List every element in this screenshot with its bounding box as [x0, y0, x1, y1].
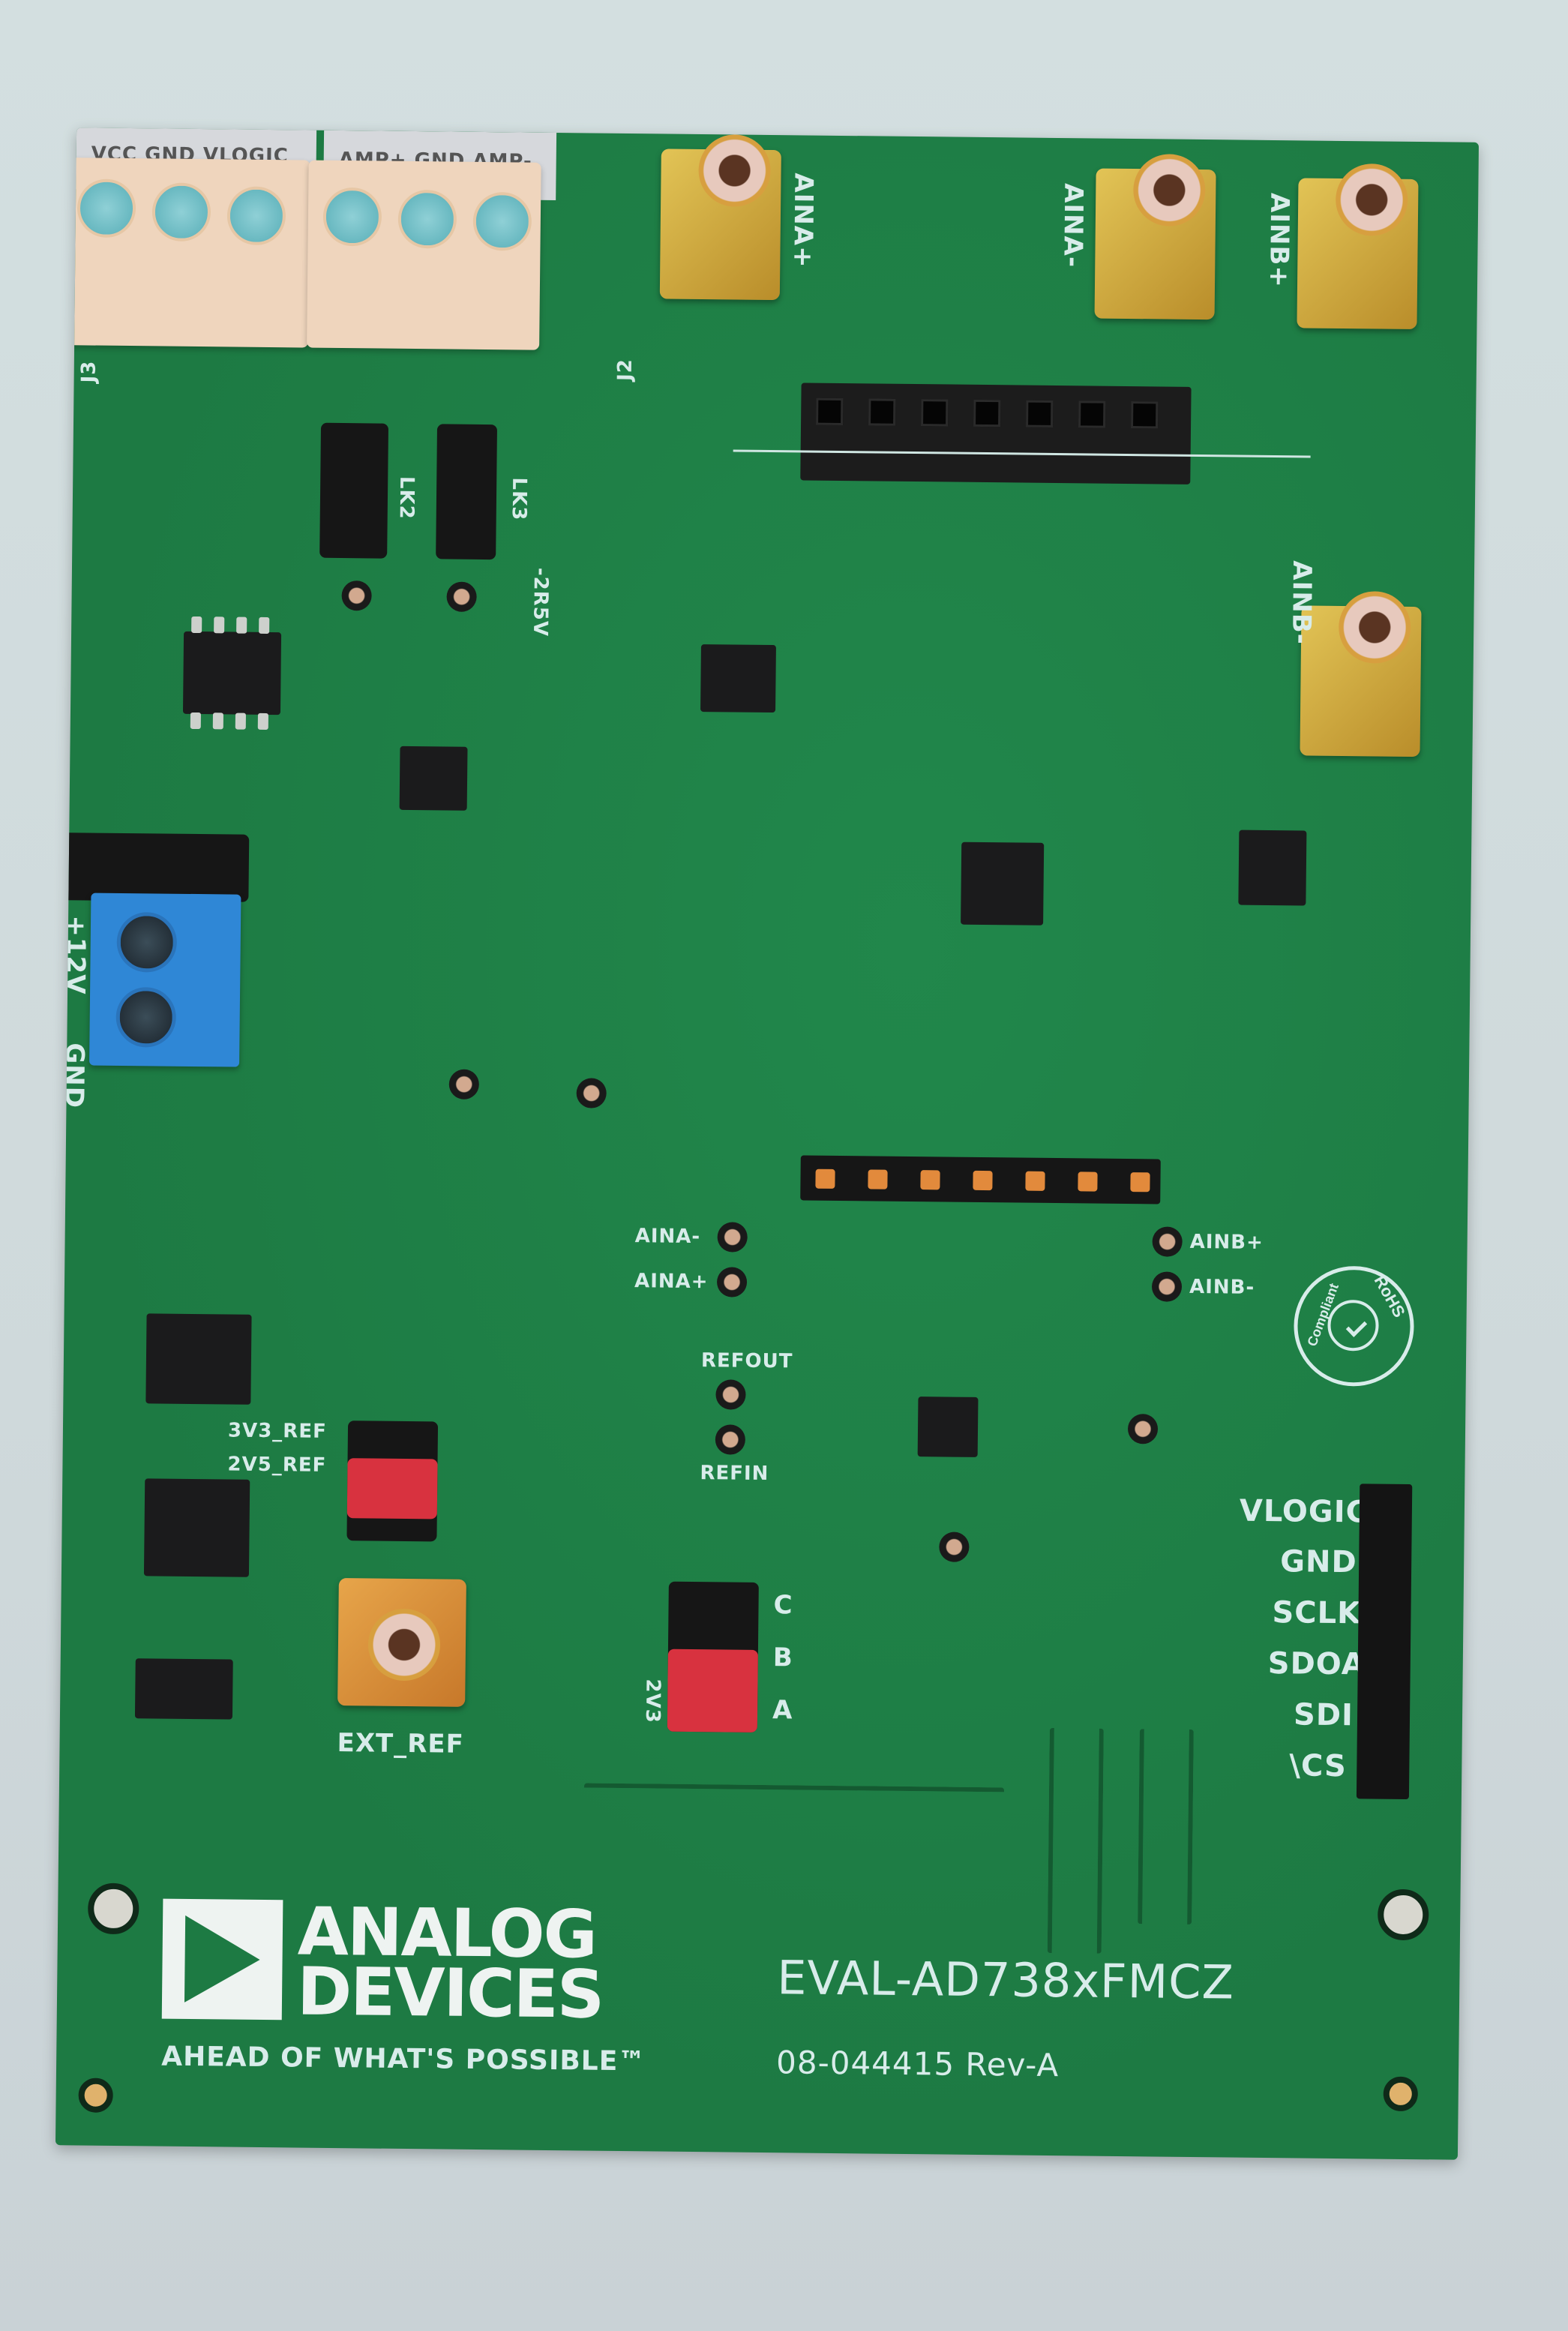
label-aina-plus: AINA+	[787, 172, 819, 268]
connector-socket-icon	[367, 1608, 441, 1682]
label-lk6-note: 2V3	[640, 1678, 664, 1724]
board-name: EVAL-AD738xFMCZ	[776, 1950, 1235, 2010]
chip-u12	[1238, 830, 1307, 906]
pcb-trace	[583, 1783, 1005, 1822]
label-lk6-b: B	[772, 1642, 793, 1673]
label-plus-12v: +12V	[60, 915, 91, 995]
sma-connector-j9[interactable]	[1094, 154, 1216, 320]
label-refout: REFOUT	[700, 1349, 793, 1373]
test-point-ainb-plus[interactable]	[1152, 1226, 1183, 1257]
label-tp-aina-plus: AINA+	[634, 1270, 709, 1294]
jumper-lk4[interactable]	[55, 832, 250, 902]
label-lk6-c: C	[773, 1590, 793, 1621]
sma-connector-ext-ref[interactable]	[337, 1578, 466, 1707]
test-point-refout[interactable]	[715, 1379, 746, 1410]
label-tp-aina-minus: AINA-	[634, 1225, 701, 1249]
label-ext-ref: EXT_REF	[337, 1728, 465, 1760]
test-point-aina-plus[interactable]	[716, 1267, 748, 1298]
mounting-hole	[78, 2078, 113, 2113]
board-revision: 08-044415 Rev-A	[775, 2044, 1060, 2084]
jumper-lk6[interactable]	[667, 1581, 759, 1732]
spi-label-gnd: GND	[1279, 1544, 1357, 1580]
sma-connector-j5[interactable]	[1297, 163, 1419, 330]
mounting-hole	[1377, 1888, 1429, 1941]
label-tp-ainb-plus: AINB+	[1189, 1230, 1264, 1254]
chip-u3	[134, 1658, 233, 1720]
spi-label-sdi: SDI	[1293, 1697, 1354, 1733]
connector-socket-icon	[698, 134, 772, 207]
spi-label-vlogic: VLOGIC	[1239, 1493, 1369, 1530]
spi-label-sdoa: SDOA	[1267, 1646, 1366, 1682]
jumper-lk3-red[interactable]	[346, 1420, 439, 1542]
chip-u11	[700, 644, 776, 713]
label-aina-minus: AINA-	[1057, 182, 1089, 268]
test-point-refin[interactable]	[715, 1424, 746, 1455]
chip-u9	[143, 1478, 250, 1577]
screw-icon[interactable]	[151, 182, 211, 242]
screw-icon[interactable]	[226, 186, 286, 246]
ref-j3: J3	[77, 360, 100, 383]
test-point[interactable]	[446, 581, 477, 612]
connector-socket-icon	[1335, 163, 1408, 236]
sma-connector-j8[interactable]	[1300, 590, 1422, 758]
label-ainb-minus: AINB-	[1286, 560, 1318, 646]
jumper-lk3[interactable]	[436, 424, 498, 560]
label-lk3-note: -2R5V	[529, 567, 553, 638]
label-refin: REFIN	[700, 1462, 769, 1486]
label-tp-ainb-minus: AINB-	[1189, 1275, 1255, 1299]
female-header-top[interactable]	[800, 382, 1192, 484]
pcb-board: VCC GND VLOGIC AMP+ GND AMP- J3 J2 AINA+…	[55, 128, 1480, 2160]
sma-connector-j7[interactable]	[659, 134, 781, 301]
connector-socket-icon	[1338, 590, 1411, 664]
mounting-hole	[1383, 2076, 1419, 2112]
pin-header-j11[interactable]	[800, 1155, 1161, 1204]
spi-label-cs: \CS	[1289, 1748, 1348, 1784]
screw-icon[interactable]	[472, 191, 532, 251]
test-point[interactable]	[341, 580, 372, 611]
label-lk3: LK3	[507, 477, 531, 521]
test-point-aina-minus[interactable]	[717, 1222, 748, 1252]
test-point-gnd3[interactable]	[448, 1069, 480, 1100]
label-2v5-ref: 2V5_REF	[227, 1453, 327, 1477]
connector-socket-icon	[1132, 154, 1206, 227]
terminal-block-amp[interactable]	[307, 160, 541, 350]
company-tagline: AHEAD OF WHAT'S POSSIBLE™	[160, 2041, 646, 2078]
company-name-line2: DEVICES	[296, 1952, 604, 2033]
ref-j2: J2	[613, 358, 637, 382]
label-lk2: LK2	[394, 476, 418, 520]
chip-u10	[917, 1396, 979, 1457]
label-3v3-ref: 3V3_REF	[227, 1419, 327, 1443]
jumper-lk2[interactable]	[319, 422, 389, 559]
test-point-sdob[interactable]	[939, 1532, 970, 1562]
pcb-trace	[1138, 1729, 1194, 1924]
mounting-hole	[87, 1882, 139, 1935]
chip-u13	[961, 842, 1045, 926]
test-point-gnd[interactable]	[1127, 1414, 1159, 1444]
chip-u2	[182, 616, 282, 730]
screw-icon[interactable]	[76, 178, 136, 238]
label-lk6-a: A	[772, 1695, 793, 1726]
terminal-block-vcc-gnd-vlogic[interactable]	[61, 158, 310, 348]
test-point-ainb-minus[interactable]	[1151, 1271, 1183, 1302]
screw-icon[interactable]	[322, 187, 382, 247]
spi-label-sclk: SCLK	[1272, 1595, 1362, 1631]
pcb-trace	[1047, 1727, 1104, 1954]
power-terminal-j1[interactable]	[89, 892, 241, 1067]
screw-icon[interactable]	[116, 911, 178, 973]
label-ainb-plus: AINB+	[1263, 192, 1295, 289]
rohs-compliant-badge: RoHS Compliant	[1293, 1265, 1415, 1388]
label-gnd-supply: GND	[58, 1042, 90, 1109]
test-point-vcm[interactable]	[576, 1078, 607, 1108]
chip-u7	[145, 1313, 252, 1405]
screw-icon[interactable]	[397, 189, 457, 249]
inductor-l1	[399, 746, 468, 811]
analog-devices-logo-icon	[161, 1898, 283, 2020]
checkmark-icon	[1345, 1316, 1368, 1337]
screw-icon[interactable]	[115, 986, 177, 1048]
spi-pin-header[interactable]	[1356, 1484, 1413, 1800]
